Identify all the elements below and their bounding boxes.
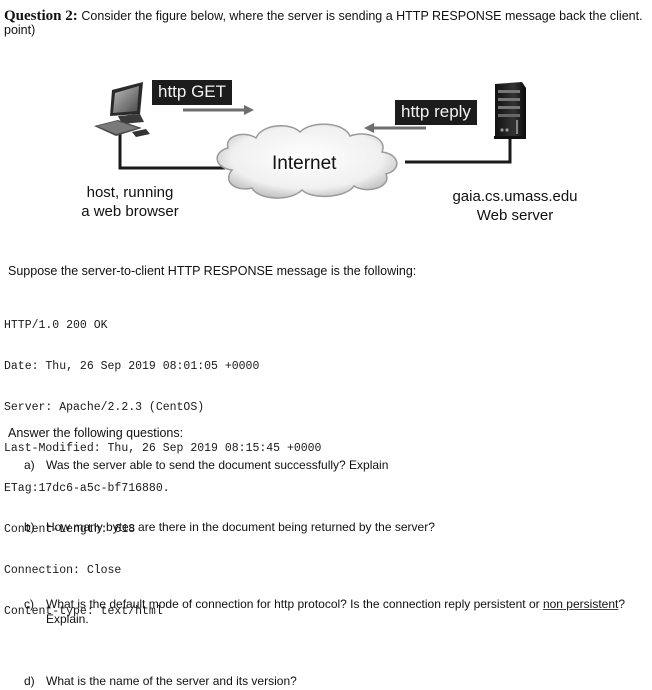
question-text: Consider the figure below, where the ser… xyxy=(81,9,643,23)
server-caption-line1: gaia.cs.umass.edu xyxy=(452,188,578,205)
status-line: HTTP/1.0 200 OK xyxy=(4,319,108,333)
header-content-type: Content-type: text/html xyxy=(4,604,163,618)
question-a-text: Was the server able to send the document… xyxy=(46,458,389,472)
server-tower-icon xyxy=(494,82,526,139)
question-d-text: What is the name of the server and its v… xyxy=(46,674,297,688)
header-last-modified: Last-Modified: Thu, 26 Sep 2019 08:15:45… xyxy=(4,441,322,455)
http-reply-label: http reply xyxy=(395,100,477,125)
header-content-length: Content-Length: 618 xyxy=(4,523,136,537)
header-connection: Connection: Close xyxy=(4,563,122,577)
network-figure: http GET http reply Internet host, runni… xyxy=(0,60,652,240)
question-c-letter: c) xyxy=(24,597,34,611)
question-c-underlined-term: non persistent xyxy=(542,597,619,611)
desktop-computer-icon xyxy=(94,82,150,137)
answer-header: Answer the following questions: xyxy=(8,426,184,440)
question-heading: Question 2: Consider the figure below, w… xyxy=(4,8,643,24)
header-server: Server: Apache/2.2.3 (CentOS) xyxy=(4,400,205,414)
header-date: Date: Thu, 26 Sep 2019 08:01:05 +0000 xyxy=(4,359,260,373)
http-response-message: HTTP/1.0 200 OK Date: Thu, 26 Sep 2019 0… xyxy=(4,292,321,632)
question-b-text: How many bytes are there in the document… xyxy=(46,520,435,534)
question-b: b) How many bytes are there in the docume… xyxy=(24,520,435,534)
client-wire xyxy=(118,130,225,170)
server-caption: gaia.cs.umass.edu Web server xyxy=(440,187,590,225)
question-a-letter: a) xyxy=(24,458,35,472)
arrow-left-icon xyxy=(364,123,426,133)
question-c-text: What is the default mode of connection f… xyxy=(46,597,543,611)
question-c-line2: Explain. xyxy=(46,612,89,626)
question-d-letter: d) xyxy=(24,674,35,688)
client-caption-line2: a web browser xyxy=(81,203,179,220)
cloud-icon xyxy=(216,123,398,199)
response-intro: Suppose the server-to-client HTTP RESPON… xyxy=(8,264,417,278)
server-wire xyxy=(405,135,512,164)
client-caption: host, running a web browser xyxy=(70,183,190,221)
question-continuation: point) xyxy=(4,23,36,37)
internet-label: Internet xyxy=(272,153,337,174)
question-a: a) Was the server able to send the docume… xyxy=(24,458,388,472)
question-c: c) What is the default mode of connection… xyxy=(24,597,625,611)
question-number: Question 2: xyxy=(4,8,78,24)
question-b-letter: b) xyxy=(24,520,35,534)
figure-graphics xyxy=(94,82,526,199)
server-caption-line2: Web server xyxy=(476,207,554,224)
question-c-text-end: ? xyxy=(618,597,626,611)
client-caption-line1: host, running xyxy=(86,184,174,201)
arrow-right-icon xyxy=(183,105,254,115)
http-get-label: http GET xyxy=(152,80,233,105)
question-d: d) What is the name of the server and its… xyxy=(24,674,297,688)
header-etag: ETag:17dc6-a5c-bf716880. xyxy=(4,482,170,496)
